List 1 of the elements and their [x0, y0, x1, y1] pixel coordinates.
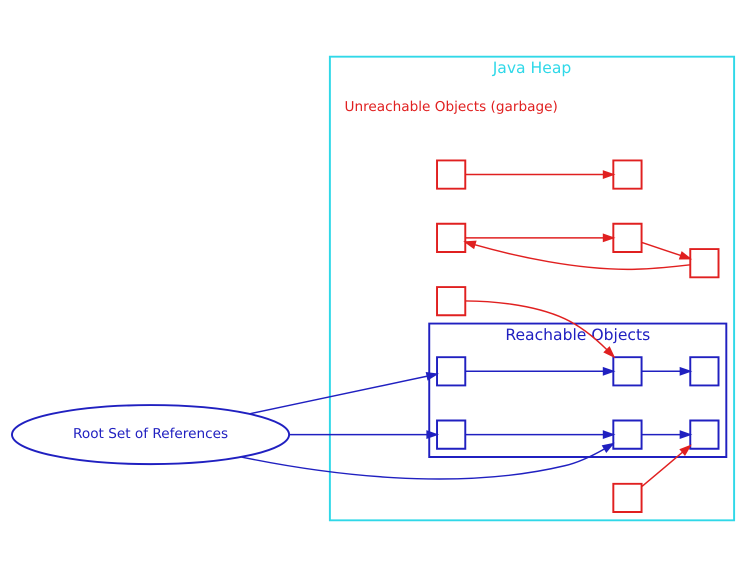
label: Unreachable Objects (garbage) — [344, 98, 558, 114]
